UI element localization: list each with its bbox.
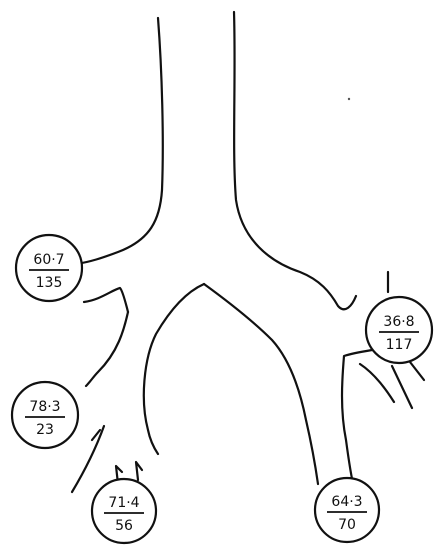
- node-bottom-left: 71·4 56: [90, 477, 158, 545]
- left-spur-inner: [90, 428, 102, 442]
- node-circle: [14, 233, 84, 303]
- node-circle: [364, 295, 434, 365]
- speck: [347, 97, 351, 101]
- bottom-left-stub-b: [134, 460, 144, 482]
- node-numerator: 71·4: [108, 495, 139, 511]
- left-lower-branch-wall: [84, 310, 130, 388]
- node-circle: [10, 380, 80, 450]
- node-bottom-right: 64·3 70: [313, 476, 381, 544]
- node-denominator: 117: [386, 337, 413, 353]
- node-upper-left: 60·7 135: [14, 233, 84, 303]
- node-right: 36·8 117: [364, 295, 434, 365]
- node-numerator: 78·3: [29, 399, 60, 415]
- right-spur-inner: [358, 362, 396, 404]
- node-numerator: 60·7: [33, 252, 64, 268]
- node-denominator: 56: [115, 518, 133, 534]
- bottom-left-stub-a: [114, 464, 124, 486]
- airway-walls: [70, 10, 426, 494]
- left-bronchus-lower-wall: [82, 286, 130, 314]
- left-spur-outer: [70, 424, 106, 494]
- right-bronchus-lower-wall: [340, 348, 374, 490]
- right-spur-lower: [390, 364, 414, 410]
- node-numerator: 64·3: [331, 494, 362, 510]
- node-denominator: 23: [36, 422, 54, 438]
- carina-left-wall: [142, 282, 206, 456]
- right-spur-outer: [408, 360, 426, 382]
- node-numerator: 36·8: [383, 314, 414, 330]
- node-circle: [313, 476, 381, 544]
- node-circle: [90, 477, 158, 545]
- trachea-left-wall: [74, 16, 164, 266]
- carina-right-wall: [202, 282, 320, 486]
- node-denominator: 135: [36, 275, 63, 291]
- trachea-right-wall: [232, 10, 358, 311]
- node-denominator: 70: [338, 517, 356, 533]
- node-mid-left: 78·3 23: [10, 380, 80, 450]
